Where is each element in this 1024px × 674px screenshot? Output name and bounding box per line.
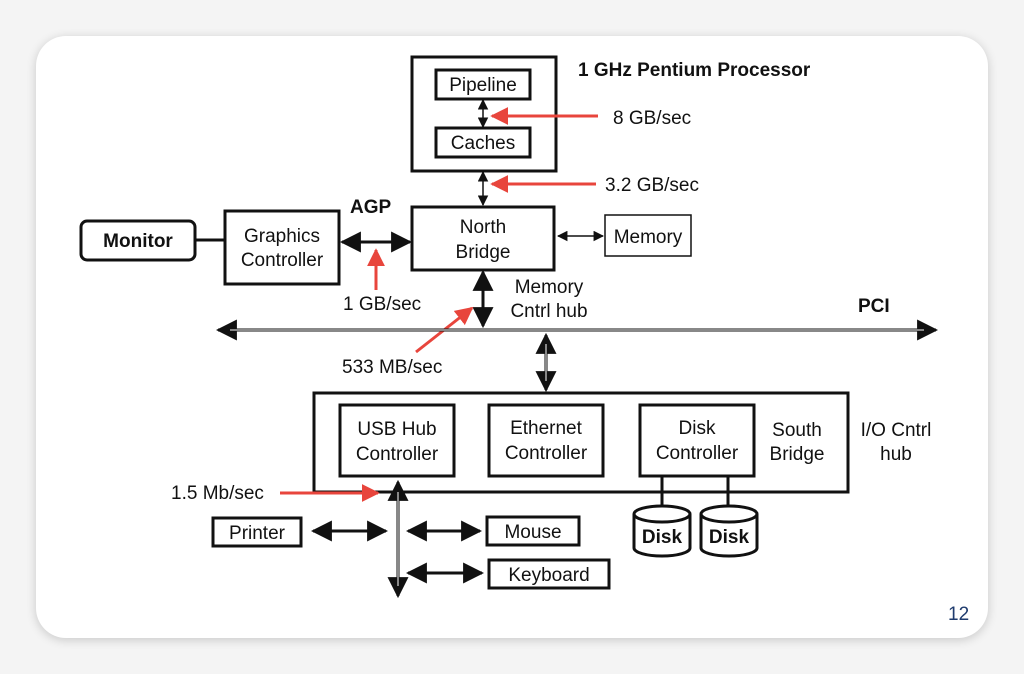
page-number: 12 — [948, 604, 970, 625]
io-hub-label-2: hub — [880, 444, 912, 465]
pci-label: PCI — [858, 296, 890, 317]
ethernet-box — [487, 403, 605, 478]
disk-controller-label-2: Controller — [656, 443, 739, 464]
pipeline-label: Pipeline — [449, 75, 517, 96]
usb-hub-box — [338, 403, 456, 478]
keyboard-label: Keyboard — [508, 565, 589, 586]
disk-1 — [632, 504, 692, 558]
monitor-label: Monitor — [103, 231, 173, 252]
pipeline-box — [434, 68, 532, 101]
disk-1-label: Disk — [642, 527, 683, 548]
graphics-controller-label-2: Controller — [241, 250, 324, 271]
usb-hub-label-1: USB Hub — [357, 419, 436, 440]
north-bridge-label-1: North — [460, 217, 506, 238]
memory-box — [604, 214, 692, 257]
keyboard-box — [487, 558, 611, 590]
memory-hub-label-1: Memory — [515, 277, 584, 298]
ethernet-label-1: Ethernet — [510, 418, 583, 439]
south-bridge-label-2: Bridge — [770, 444, 825, 465]
mouse-label: Mouse — [504, 522, 561, 543]
bw-processor-bridge: 3.2 GB/sec — [605, 175, 699, 196]
disk-controller-box — [638, 403, 756, 478]
disk-2-label: Disk — [709, 527, 750, 548]
io-hub-label-1: I/O Cntrl — [861, 420, 932, 441]
disk-controller-label-1: Disk — [679, 418, 716, 439]
disk-2 — [699, 504, 759, 558]
memory-hub-label-2: Cntrl hub — [510, 301, 587, 322]
graphics-controller-box — [223, 209, 341, 286]
ethernet-label-2: Controller — [505, 443, 588, 464]
printer-box — [211, 516, 303, 548]
memory-label: Memory — [614, 227, 683, 248]
south-bridge-label-1: South — [772, 420, 822, 441]
usb-hub-label-2: Controller — [356, 444, 439, 465]
bw-pipeline-caches: 8 GB/sec — [613, 108, 691, 129]
agp-label: AGP — [350, 197, 392, 218]
mouse-box — [485, 515, 581, 547]
north-bridge-label-2: Bridge — [456, 242, 511, 263]
bw-agp: 1 GB/sec — [343, 294, 421, 315]
caches-box — [434, 126, 532, 159]
caches-label: Caches — [451, 133, 515, 154]
graphics-controller-label-1: Graphics — [244, 226, 320, 247]
bw-usb: 1.5 Mb/sec — [171, 483, 264, 504]
processor-title: 1 GHz Pentium Processor — [578, 60, 811, 81]
bw-pci: 533 MB/sec — [342, 357, 442, 378]
printer-label: Printer — [229, 523, 286, 544]
